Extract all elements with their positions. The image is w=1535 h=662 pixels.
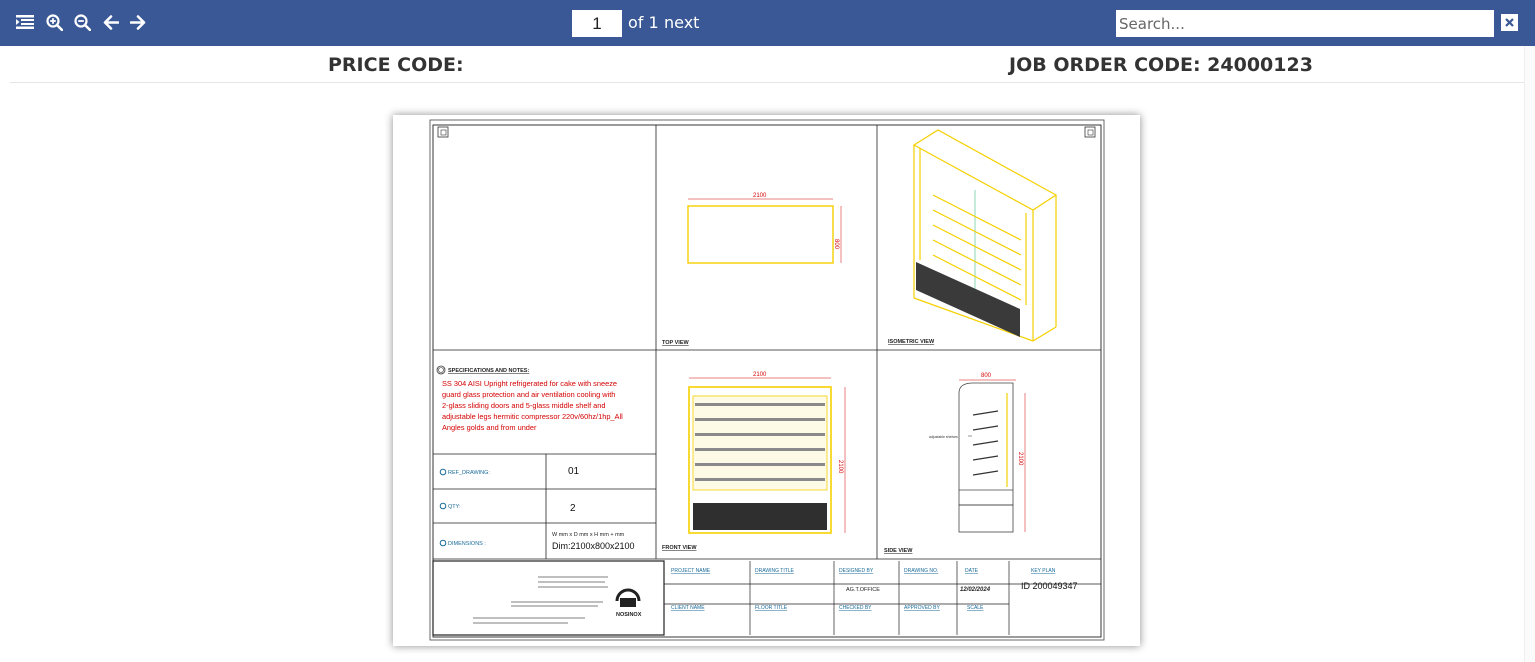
page-number-input[interactable] xyxy=(572,10,622,37)
side-dim-height: 2100 xyxy=(1017,452,1023,466)
drawing-no-label: DRAWING NO. xyxy=(904,568,938,574)
pdf-toolbar: of 1 next xyxy=(0,0,1535,46)
key-plan-label: KEY PLAN xyxy=(1031,568,1056,574)
front-dim-height: 2100 xyxy=(837,460,843,474)
vertical-scrollbar[interactable] xyxy=(1524,46,1535,662)
company-logo: NOSINOX xyxy=(615,588,642,618)
qty-value: 2 xyxy=(570,503,576,514)
zoom-out-icon[interactable] xyxy=(72,12,92,32)
designed-by-label: DESIGNED BY xyxy=(839,568,874,574)
close-icon[interactable] xyxy=(1501,14,1518,31)
key-plan-value: ID 200049347 xyxy=(1021,581,1078,591)
qty-label: QTY: xyxy=(448,504,461,510)
side-dim-depth: 800 xyxy=(981,373,992,379)
document-header: PRICE CODE: JOB ORDER CODE: 24000123 xyxy=(10,46,1524,83)
spec-line: guard glass protection and air ventilati… xyxy=(442,390,615,399)
ref-drawing-label: REF_DRAWING: xyxy=(448,470,490,476)
spec-line: Angles golds and from under xyxy=(442,423,537,432)
arrow-right-icon[interactable] xyxy=(128,12,148,32)
list-icon[interactable] xyxy=(15,12,35,32)
spec-line: SS 304 AISI Upright refrigerated for cak… xyxy=(442,379,617,388)
date-label: DATE xyxy=(965,568,979,574)
company-contact-lines xyxy=(473,576,608,624)
side-view-title: SIDE VIEW xyxy=(884,548,913,554)
price-code-label: PRICE CODE: xyxy=(328,54,464,76)
dimensions-value: Dim:2100x800x2100 xyxy=(552,541,635,551)
side-shelves xyxy=(972,410,999,476)
zoom-in-icon[interactable] xyxy=(44,12,64,32)
approved-by-label: APPROVED BY xyxy=(904,605,941,611)
pdf-page: 2100 800 TOP VIEW ISOMETRIC VIEW SPECIFI… xyxy=(393,115,1140,646)
front-shelves xyxy=(695,403,825,481)
client-name-label: CLIENT NAME xyxy=(671,605,705,611)
checked-by-label: CHECKED BY xyxy=(839,605,872,611)
side-illustration xyxy=(958,382,1014,533)
isometric-view-title: ISOMETRIC VIEW xyxy=(888,339,935,345)
ref-drawing-value: 01 xyxy=(568,466,580,477)
page-total-text: of 1 xyxy=(628,13,659,32)
logo-text: NOSINOX xyxy=(616,612,642,618)
front-view-title: FRONT VIEW xyxy=(662,545,697,551)
dimensions-label: DIMENSIONS : xyxy=(448,541,486,547)
top-dim-width: 2100 xyxy=(753,193,767,199)
search-input[interactable] xyxy=(1116,10,1494,37)
next-page-link[interactable]: next xyxy=(664,13,700,32)
spec-line: 2-glass sliding doors and 5-glass middle… xyxy=(442,401,606,410)
date-value: 12/02/2024 xyxy=(960,587,991,593)
job-order-code-label: JOB ORDER CODE: 24000123 xyxy=(1009,54,1313,76)
floor-title-label: FLOOR TITLE xyxy=(755,605,788,611)
dimensions-units: W mm x D mm x H mm + mm xyxy=(552,532,625,538)
top-view-title: TOP VIEW xyxy=(662,340,690,346)
scale-label: SCALE xyxy=(967,605,984,611)
drawing-title-label: DRAWING TITLE xyxy=(755,568,795,574)
designed-by-value: AG.T.OFFICE xyxy=(846,587,880,593)
specs-title: SPECIFICATIONS AND NOTES: xyxy=(448,368,529,374)
technical-drawing: 2100 800 TOP VIEW ISOMETRIC VIEW SPECIFI… xyxy=(429,119,1105,641)
project-name-label: PROJECT NAME xyxy=(671,568,711,574)
front-dim-width: 2100 xyxy=(753,372,767,378)
isometric-illustration xyxy=(912,129,1058,342)
arrow-left-icon[interactable] xyxy=(101,12,121,32)
spec-line: adjustable legs hermitic compressor 220v… xyxy=(442,412,623,421)
top-dim-depth: 800 xyxy=(833,239,839,250)
side-note: adjustable shelves xyxy=(929,435,958,439)
